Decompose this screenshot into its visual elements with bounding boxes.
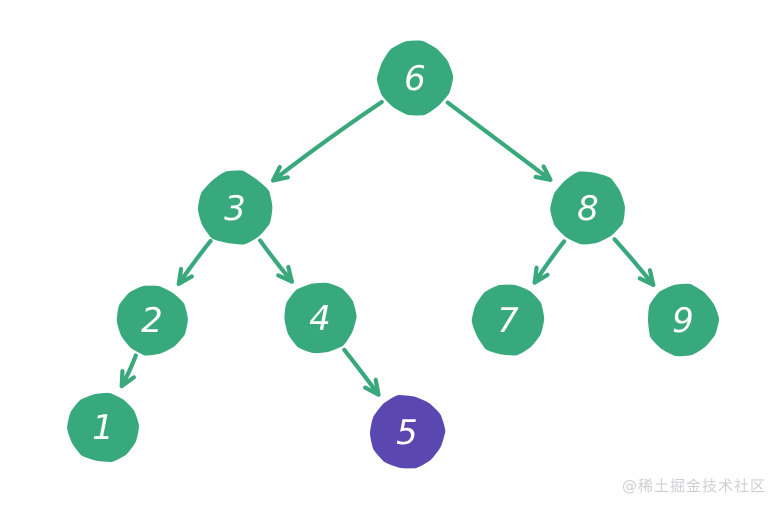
node-shape <box>369 394 446 469</box>
tree-edge-8-to-9 <box>612 237 656 288</box>
edge-shaft <box>342 347 381 397</box>
edge-arrowhead <box>637 268 656 288</box>
node-value-label: 9 <box>672 301 694 341</box>
edge-shaft <box>532 239 567 285</box>
watermark-text: @稀土掘金技术社区 <box>621 477 766 495</box>
edge-shaft <box>271 99 384 183</box>
node-value-label: 3 <box>224 189 246 229</box>
node-value-label: 8 <box>577 189 599 229</box>
edges-layer <box>119 99 656 397</box>
edge-arrowhead <box>533 164 553 182</box>
tree-edge-3-to-2 <box>176 238 213 286</box>
edge-arrowhead <box>276 264 294 284</box>
edge-arrowhead <box>176 266 194 286</box>
node-shape <box>471 284 545 356</box>
edge-arrowhead <box>119 369 137 389</box>
tree-node-8[interactable]: 8 <box>550 171 625 245</box>
node-shape <box>67 392 140 463</box>
node-shape <box>376 40 454 116</box>
tree-edge-3-to-4 <box>257 238 294 284</box>
node-value-label: 7 <box>497 301 519 341</box>
tree-node-7[interactable]: 7 <box>471 284 545 356</box>
tree-node-2[interactable]: 2 <box>116 285 188 356</box>
node-value-label: 2 <box>141 301 163 341</box>
tree-node-1[interactable]: 1 <box>67 392 140 463</box>
node-shape <box>197 170 273 245</box>
node-value-label: 1 <box>92 408 114 448</box>
tree-edge-4-to-5 <box>342 347 381 397</box>
tree-node-3[interactable]: 3 <box>197 170 273 245</box>
node-value-label: 6 <box>404 59 426 99</box>
tree-edge-8-to-7 <box>532 239 567 285</box>
edge-arrowhead <box>271 164 290 183</box>
edge-arrowhead <box>532 265 550 285</box>
edge-shaft <box>176 238 213 286</box>
tree-node-4[interactable]: 4 <box>284 282 357 354</box>
node-value-label: 5 <box>396 413 418 453</box>
tree-edge-2-to-1 <box>119 353 138 389</box>
tree-edge-6-to-3 <box>271 99 384 183</box>
tree-node-6[interactable]: 6 <box>376 40 454 116</box>
edge-shaft <box>445 100 553 182</box>
node-value-label: 4 <box>309 299 331 339</box>
tree-edge-6-to-8 <box>445 100 553 182</box>
nodes-layer: 6 3 8 2 4 7 9 1 5 <box>67 40 720 469</box>
edge-arrowhead <box>363 377 381 397</box>
node-shape <box>284 282 357 354</box>
node-shape <box>116 285 188 356</box>
node-shape <box>550 171 625 245</box>
edge-shaft <box>612 237 656 288</box>
node-shape <box>648 283 720 357</box>
tree-node-5[interactable]: 5 <box>369 394 446 469</box>
tree-node-9[interactable]: 9 <box>648 283 720 357</box>
edge-shaft <box>257 238 294 284</box>
